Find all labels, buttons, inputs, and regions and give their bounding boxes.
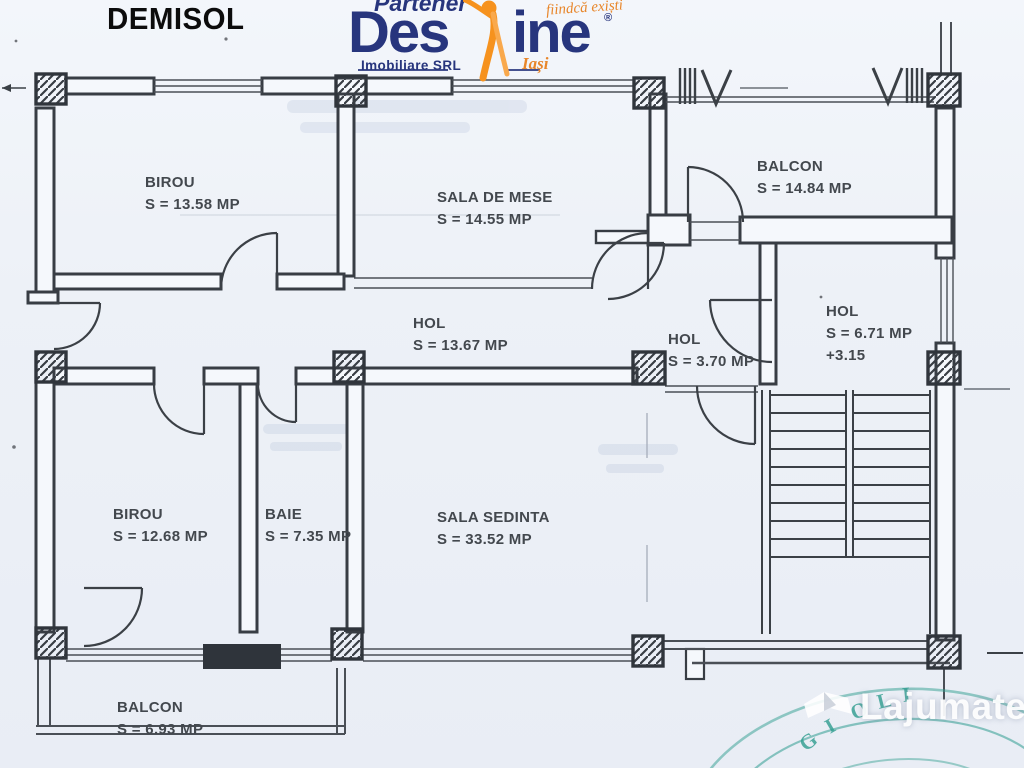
door-swings (53, 165, 773, 648)
room-name: BAIE (265, 506, 303, 523)
room-area: S = 3.70 MP (668, 353, 755, 370)
logo-brand-right: ine (512, 0, 592, 65)
room-label-baie: BAIE S = 7.35 MP (265, 504, 351, 548)
room-name: HOL (668, 331, 701, 348)
room-label-balcon-top: BALCON S = 14.84 MP (757, 156, 852, 200)
room-area: S = 6.71 MP (826, 325, 913, 342)
room-area: S = 13.58 MP (145, 196, 240, 213)
logo-subtitle: Imobiliare SRL (361, 58, 462, 73)
structural-columns (34, 72, 962, 670)
room-name: SALA SEDINTA (437, 509, 550, 526)
scan-fold-lines (180, 214, 648, 602)
room-level: +3.15 (826, 347, 866, 364)
lajumate-flag-icon (804, 692, 852, 718)
room-name: BALCON (757, 158, 823, 175)
room-area: S = 12.68 MP (113, 528, 208, 545)
logo-city: Iași (522, 54, 549, 73)
room-label-hol-right: HOL S = 6.71 MP +3.15 (826, 301, 912, 367)
logo-partener-text: Partener (374, 0, 468, 16)
room-name: SALA DE MESE (437, 189, 553, 206)
room-name: BIROU (113, 506, 163, 523)
room-label-hol-small: HOL S = 3.70 MP (668, 329, 754, 373)
svg-text:L: L (874, 687, 893, 714)
agency-logo: Partener Des ine ® fiindcă exiști Imobil… (340, 0, 660, 84)
room-label-sala-sedinta: SALA SEDINTA S = 33.52 MP (437, 507, 550, 551)
logo-brand-left: Des (348, 0, 450, 65)
room-label-hol-main: HOL S = 13.67 MP (413, 313, 508, 357)
room-label-balcon-bottom: BALCON S = 6.93 MP (117, 697, 203, 741)
room-area: S = 6.93 MP (117, 721, 204, 738)
room-name: HOL (826, 303, 859, 320)
dimension-arrow-icon (2, 84, 26, 92)
room-area: S = 14.55 MP (437, 211, 532, 228)
staircase (761, 390, 931, 634)
svg-text:I: I (901, 682, 912, 707)
room-label-sala-de-mese: SALA DE MESE S = 14.55 MP (437, 187, 553, 231)
room-name: HOL (413, 315, 446, 332)
registered-mark: ® (604, 12, 613, 24)
room-area: S = 7.35 MP (265, 528, 352, 545)
site-watermark: Lajumate .ro (798, 680, 1024, 740)
room-area: S = 14.84 MP (757, 180, 852, 197)
room-label-birou-top: BIROU S = 13.58 MP (145, 172, 240, 216)
destine-person-icon (463, 0, 510, 82)
room-label-birou-bottom: BIROU S = 12.68 MP (113, 504, 208, 548)
room-area: S = 33.52 MP (437, 531, 532, 548)
section-break-icon (678, 67, 1023, 654)
room-name: BALCON (117, 699, 183, 716)
watermark-site-name: Lajumate (860, 686, 1024, 727)
page-title: DEMISOL (107, 1, 245, 36)
scan-specks (12, 37, 823, 449)
room-name: BIROU (145, 174, 195, 191)
room-area: S = 13.67 MP (413, 337, 508, 354)
bottom-wall-block (203, 644, 281, 669)
